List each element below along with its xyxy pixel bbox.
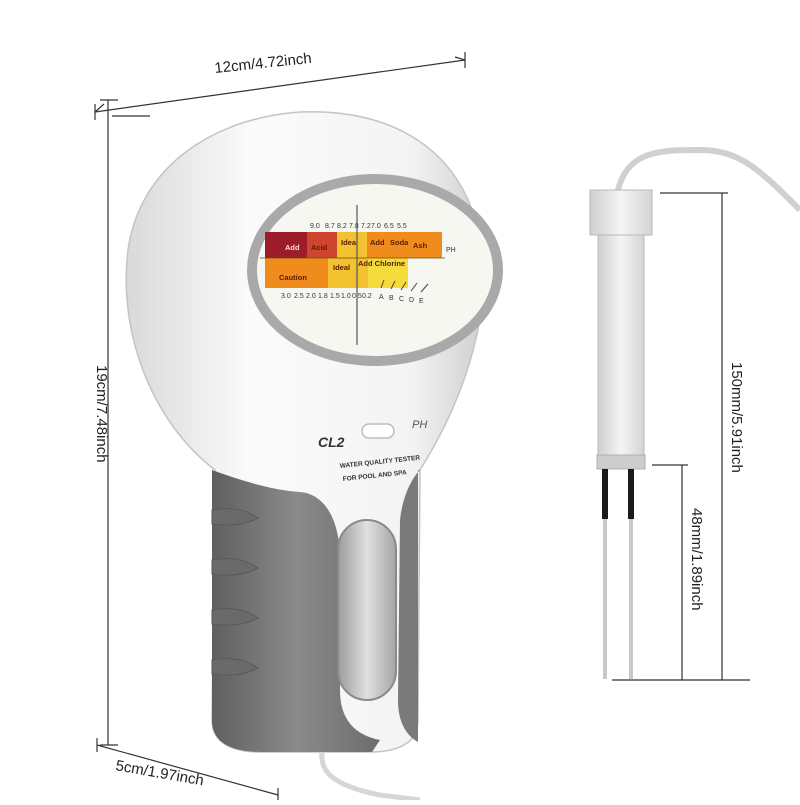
mode-switch[interactable] [361, 423, 395, 439]
cl-zone-label: Ideal [333, 263, 350, 272]
cl-zone-label: Caution [279, 273, 307, 282]
ph-tick-label: 6.5 [384, 223, 394, 230]
scale-letter: B [389, 295, 394, 302]
ph-zone-label: Ash [413, 241, 428, 250]
cl-tick-label: 2.0 [306, 293, 316, 300]
grip-panel [212, 470, 380, 752]
ph-tick-label: 9.0 [310, 223, 320, 230]
height-dimension-label: 19cm/7.48inch [93, 365, 110, 463]
cl-zone-caution [265, 258, 328, 288]
cl-zone-ideal [328, 258, 368, 288]
cl2-label: CL2 [318, 434, 345, 450]
probe-cable [614, 146, 800, 213]
dimension-base [96, 738, 279, 800]
scale-letter: E [419, 298, 424, 305]
cl-zone-add [368, 258, 408, 288]
cl-tick-label: 1.0 [341, 293, 351, 300]
ph-tick-label: 5.5 [397, 223, 407, 230]
scale-letter: C [399, 296, 404, 303]
cl-tick-label: 1.5 [330, 293, 340, 300]
ph-zone-label: Add [370, 238, 385, 247]
ph-tick-label: 8.7 [325, 223, 335, 230]
ph-zone-label: Ideal [341, 238, 358, 247]
cl-zone-label: Add Chlorine [358, 259, 405, 268]
dimension-width [94, 52, 466, 120]
dimension-probe-tip [652, 464, 688, 680]
cl-tick-label: 0.2 [362, 293, 372, 300]
ph-tick-label: 8.2 [337, 223, 347, 230]
ph-zone-label: Soda [390, 238, 409, 247]
dimension-probe-total [612, 192, 750, 681]
gauge: 9.0 8.7 8.2 7.8 7.2 7.0 6.5 5.5 Add Acid… [247, 174, 503, 366]
ph-zone-label: Acid [311, 243, 328, 252]
probe-total-dimension-label: 150mm/5.91inch [728, 362, 745, 473]
ph-mode-label: PH [412, 419, 427, 431]
grip-ridges [211, 508, 259, 676]
cable [319, 751, 421, 803]
ph-zone-acid-dark [265, 232, 307, 258]
cl-tick-label: 3.0 [281, 293, 291, 300]
width-dimension-label: 12cm/4.72inch [214, 50, 313, 77]
ph-unit-label: PH [446, 247, 456, 254]
cl-tick-label: 1.8 [318, 293, 328, 300]
dimension-height [100, 99, 118, 746]
ph-tick-label: 7.8 [349, 223, 359, 230]
ph-tick-label: 7.0 [371, 223, 381, 230]
probe-tip-dimension-label: 48mm/1.89inch [688, 508, 705, 611]
scale-letter: A [379, 294, 384, 301]
cl-tick-label: 2.5 [294, 293, 304, 300]
probe [589, 146, 800, 679]
ph-zone-label: Add [285, 243, 300, 252]
ph-zone-ideal [337, 232, 367, 258]
sample-window [337, 519, 397, 701]
ph-zone-acid [307, 232, 337, 258]
ph-tick-label: 7.2 [361, 223, 371, 230]
ph-zone-soda-ash [367, 232, 442, 258]
scale-letter: D [409, 297, 414, 304]
